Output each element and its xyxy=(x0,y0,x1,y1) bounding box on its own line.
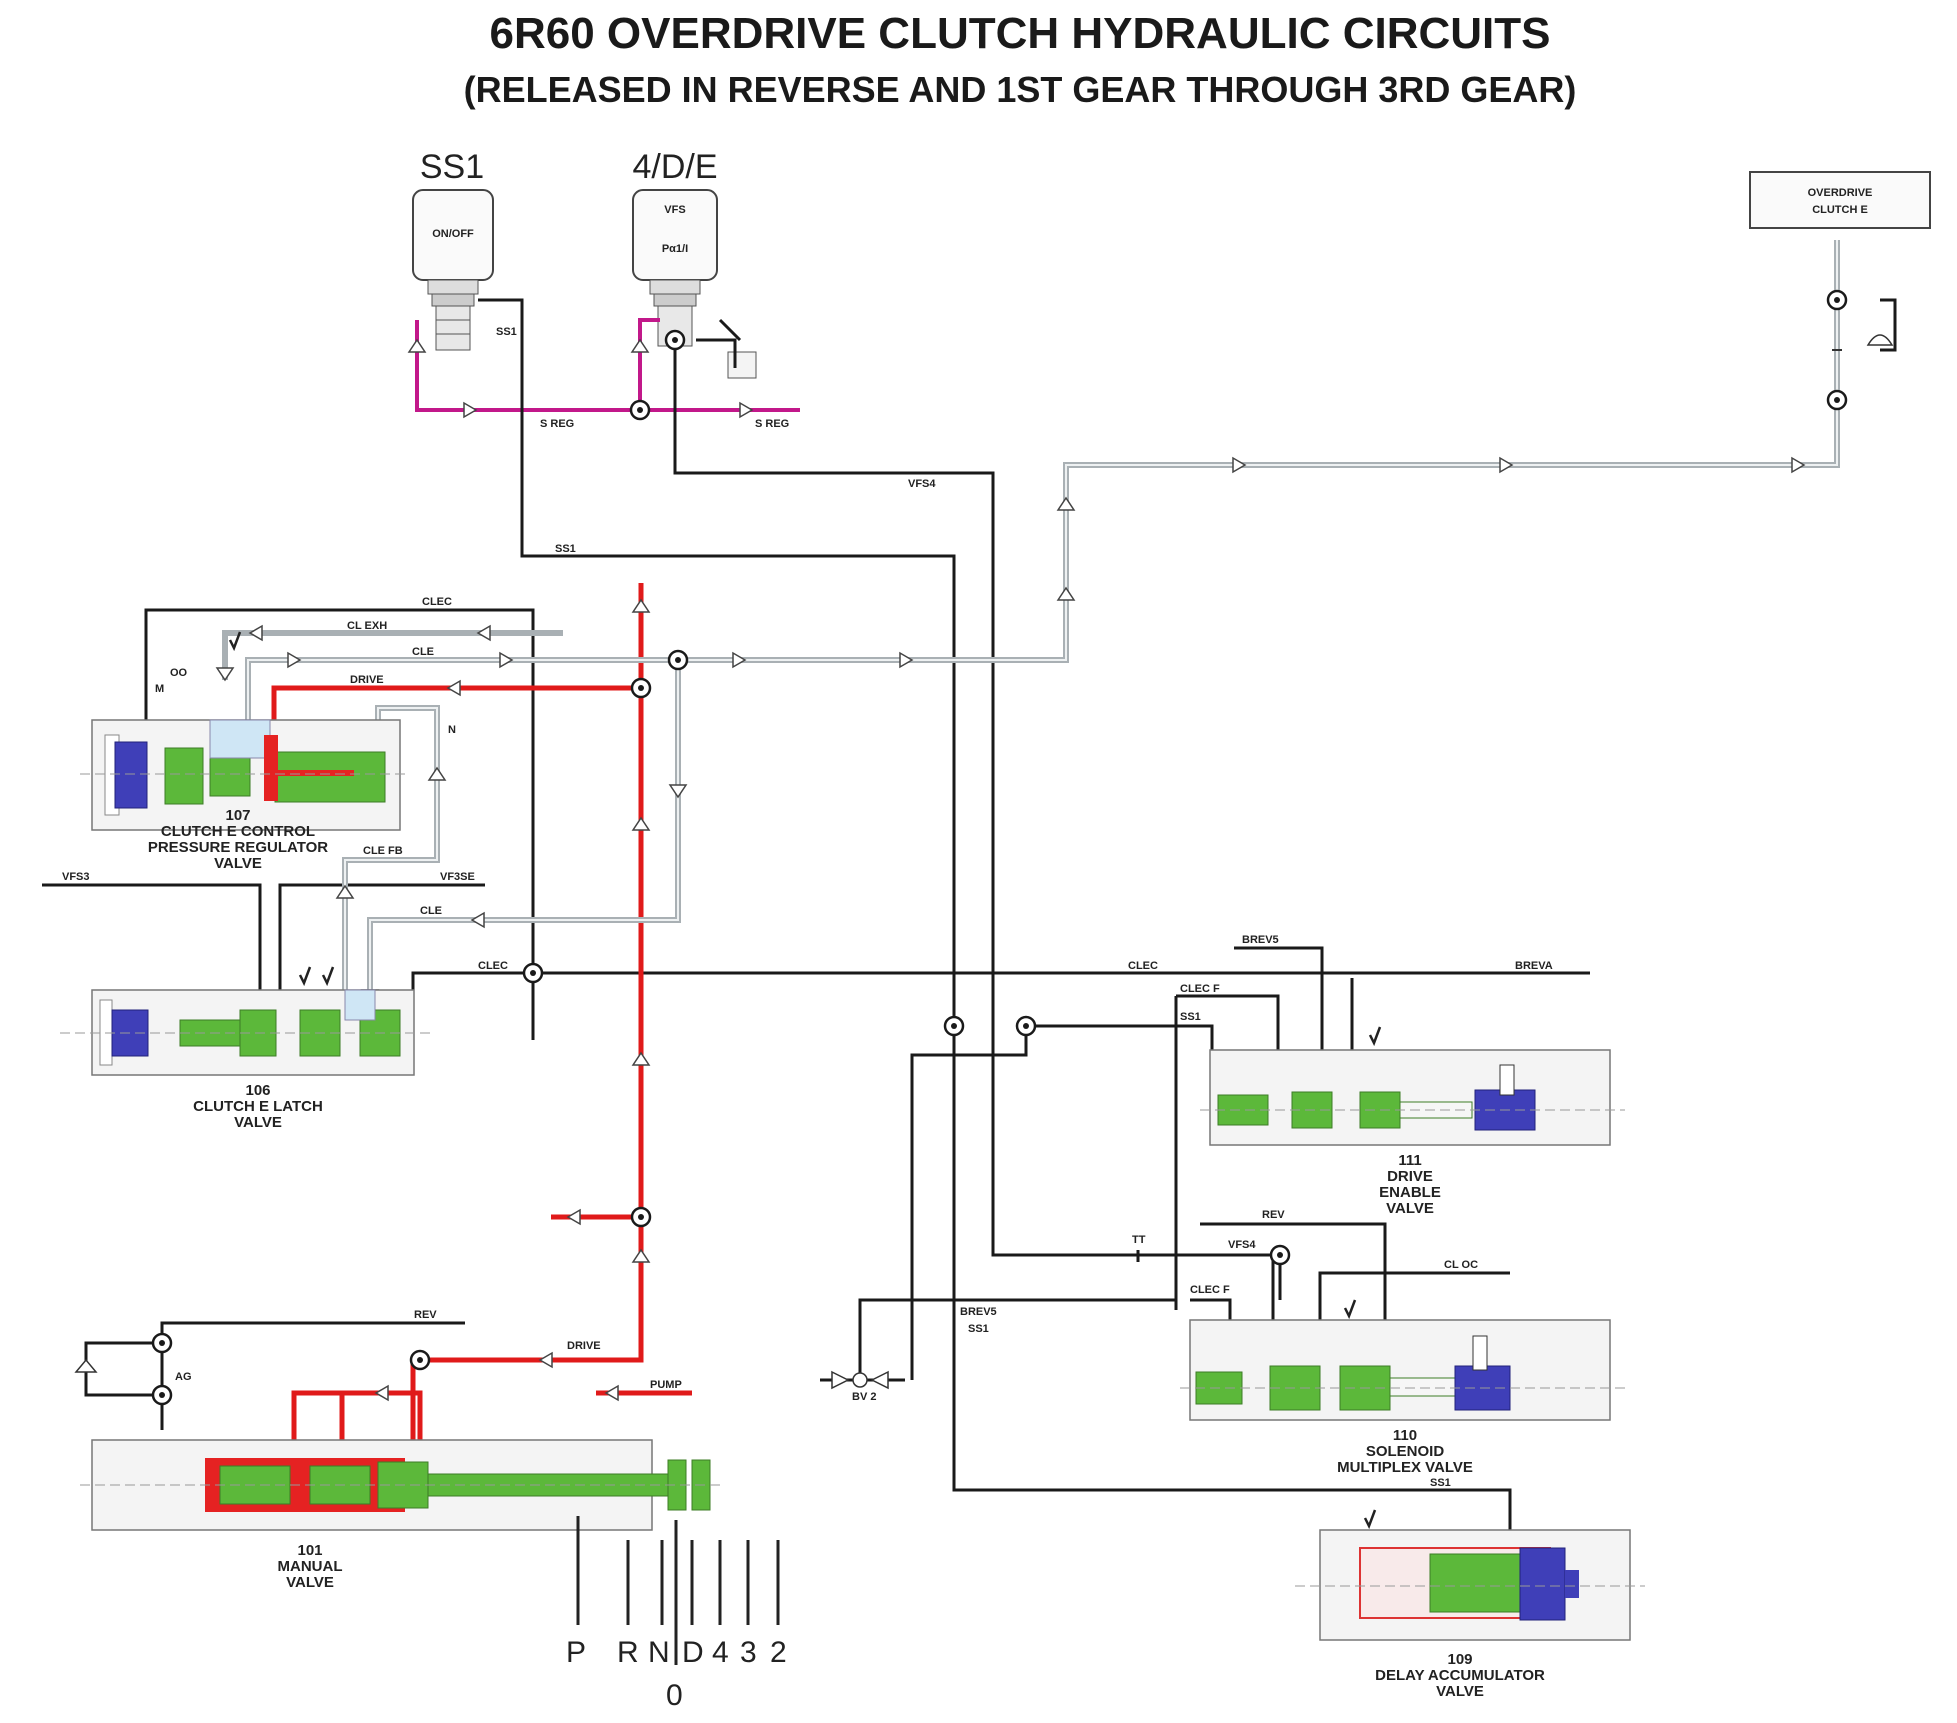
solenoid-vfs: 4/D/E VFS Pα1/I xyxy=(632,148,757,379)
line-label-brev5-top: BREV5 xyxy=(1242,934,1279,946)
valve-109-number: 109 xyxy=(1447,1651,1472,1668)
valve-110-name-2: MULTIPLEX VALVE xyxy=(1337,1459,1473,1476)
line-label-drive-bottom: DRIVE xyxy=(567,1340,601,1352)
valve-111-name-1: DRIVE xyxy=(1387,1168,1433,1185)
selector-position-n: N xyxy=(648,1636,670,1669)
valve-107-name-2: PRESSURE REGULATOR xyxy=(148,839,328,856)
solenoid-vfs-formula: Pα1/I xyxy=(662,243,688,255)
line-label-ss1-bottom: SS1 xyxy=(1430,1477,1451,1489)
valve-107-clutch-e-control: 107 CLUTCH E CONTROL PRESSURE REGULATOR … xyxy=(80,719,410,872)
diagram-title: 6R60 OVERDRIVE CLUTCH HYDRAULIC CIRCUITS xyxy=(490,9,1551,58)
clutch-box-line2: CLUTCH E xyxy=(1812,204,1868,216)
valve-111-name-2: ENABLE xyxy=(1379,1184,1441,1201)
line-label-pump: PUMP xyxy=(650,1379,682,1391)
valve-101-number: 101 xyxy=(297,1542,322,1559)
solenoid-ss1: SS1 ON/OFF xyxy=(412,148,494,351)
selector-position-d: D xyxy=(682,1636,704,1669)
line-label-oo: OO xyxy=(170,667,188,679)
valve-109-name-1: DELAY ACCUMULATOR xyxy=(1375,1667,1545,1684)
valve-110-solenoid-multiplex: 110 SOLENOID MULTIPLEX VALVE xyxy=(1180,1319,1625,1476)
sreg-circuit: S REG S REG xyxy=(407,318,800,430)
valve-101-manual: 101 MANUAL VALVE xyxy=(80,1439,720,1591)
solenoid-vfs-name: 4/D/E xyxy=(632,148,717,186)
line-label-rev-bottom: REV xyxy=(414,1309,437,1321)
valve-111-name-3: VALVE xyxy=(1386,1200,1434,1217)
line-label-breva: BREVA xyxy=(1515,960,1553,972)
line-label-ag: AG xyxy=(175,1371,192,1383)
selector-position-2: 2 xyxy=(770,1636,787,1669)
line-label-tt: TT xyxy=(1132,1234,1146,1246)
valve-107-name-1: CLUTCH E CONTROL xyxy=(161,823,315,840)
line-label-clec-top: CLEC xyxy=(422,596,452,608)
valve-106-name-2: VALVE xyxy=(234,1114,282,1131)
line-label-bv2: BV 2 xyxy=(852,1391,876,1403)
line-label-ss1-a: SS1 xyxy=(496,326,517,338)
valve-109-name-2: VALVE xyxy=(1436,1683,1484,1700)
line-label-ss1-right: SS1 xyxy=(1180,1011,1201,1023)
selector-position-4: 4 xyxy=(712,1636,729,1669)
selector-position-p: P xyxy=(566,1636,586,1669)
valve-107-name-3: VALVE xyxy=(214,855,262,872)
clutch-box-line1: OVERDRIVE xyxy=(1808,187,1873,199)
valve-111-drive-enable: 111 DRIVE ENABLE VALVE xyxy=(1200,1049,1625,1217)
line-label-cle-top: CLE xyxy=(412,646,434,658)
selector-position-r: R xyxy=(617,1636,639,1669)
valve-110-name-1: SOLENOID xyxy=(1366,1443,1445,1460)
line-label-ss1-mid: SS1 xyxy=(555,543,576,555)
line-label-m: M xyxy=(155,683,164,695)
diagram-subtitle: (RELEASED IN REVERSE AND 1ST GEAR THROUG… xyxy=(464,69,1577,110)
line-label-vf3se: VF3SE xyxy=(440,871,475,883)
valve-109-delay-accumulator: 109 DELAY ACCUMULATOR VALVE xyxy=(1295,1529,1645,1700)
valve-110-number: 110 xyxy=(1393,1427,1417,1444)
line-label-clec-right: CLEC xyxy=(1128,960,1158,972)
valve-107-number: 107 xyxy=(225,807,250,824)
line-label-clec-f-mid: CLEC F xyxy=(1190,1284,1230,1296)
line-label-vfs4-mid: VFS4 xyxy=(1228,1239,1256,1251)
line-label-sreg-right: S REG xyxy=(755,418,789,430)
solenoid-ss1-type: ON/OFF xyxy=(432,228,474,240)
valve-101-name-2: VALVE xyxy=(286,1574,334,1591)
line-label-rev-mid: REV xyxy=(1262,1209,1285,1221)
line-label-vfs4-top: VFS4 xyxy=(908,478,936,490)
selector-position-3: 3 xyxy=(740,1636,757,1669)
junction-nodes xyxy=(151,289,1848,1406)
solenoid-vfs-type: VFS xyxy=(664,204,685,216)
ball-valve-bv2 xyxy=(831,1370,889,1390)
line-label-brev5-mid: BREV5 xyxy=(960,1306,997,1318)
line-label-sreg-left: S REG xyxy=(540,418,574,430)
valve-106-name-1: CLUTCH E LATCH xyxy=(193,1098,323,1115)
valve-101-name-1: MANUAL xyxy=(278,1558,343,1575)
line-label-cl-exh: CL EXH xyxy=(347,620,387,632)
line-label-vfs3: VFS3 xyxy=(62,871,90,883)
valve-111-number: 111 xyxy=(1398,1152,1421,1169)
line-label-cle-mid: CLE xyxy=(420,905,442,917)
valve-106-number: 106 xyxy=(245,1082,270,1099)
overdrive-clutch-e-box: OVERDRIVE CLUTCH E xyxy=(1749,171,1931,351)
selector-neutral-mark: 0 xyxy=(666,1679,683,1712)
solenoid-ss1-name: SS1 xyxy=(420,148,484,186)
check-marks xyxy=(228,631,1382,1530)
valve-106-clutch-e-latch: 106 CLUTCH E LATCH VALVE xyxy=(60,989,430,1131)
clutch-apply-circuit: CLE CLE FB CLE M OO N xyxy=(155,240,1840,1004)
line-label-ss1-brev: SS1 xyxy=(968,1323,989,1335)
black-signal-lines: SS1 SS1 SS1 VFS4 VFS4 TT CLEC CL EXH VFS… xyxy=(42,298,1897,1530)
line-label-cle-fb: CLE FB xyxy=(363,845,403,857)
line-label-clec-mid: CLEC xyxy=(478,960,508,972)
line-label-drive-top: DRIVE xyxy=(350,674,384,686)
line-label-clec-f-top: CLEC F xyxy=(1180,983,1220,995)
line-label-n: N xyxy=(448,724,456,736)
line-label-cl-oc: CL OC xyxy=(1444,1259,1478,1271)
gear-selector: P R N D 4 3 2 0 xyxy=(566,1516,787,1712)
